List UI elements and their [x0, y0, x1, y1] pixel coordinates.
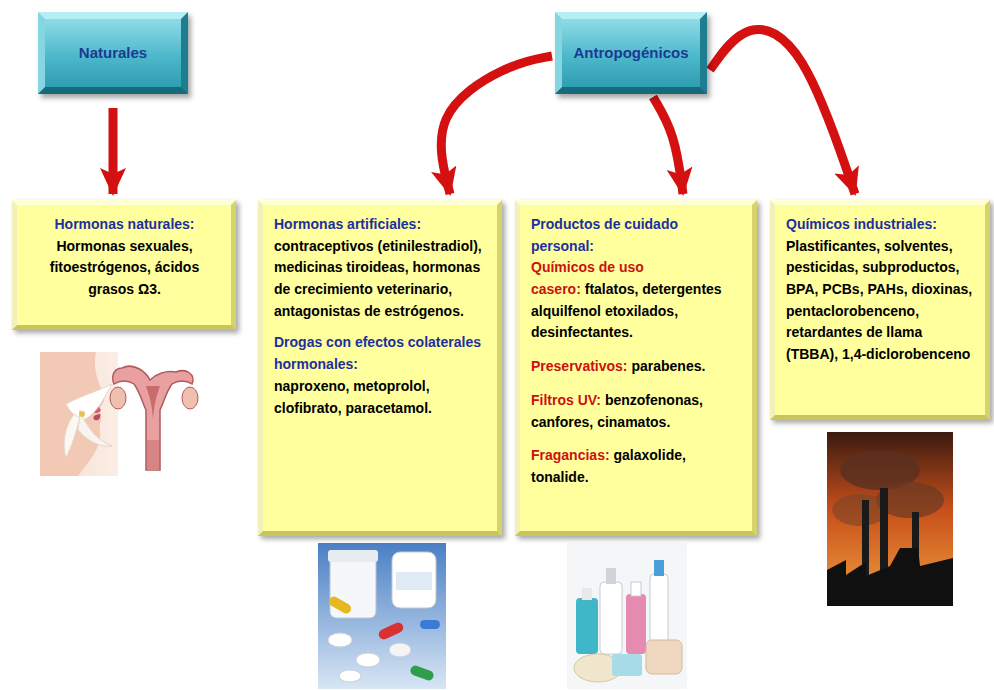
category-label: Preservativos: — [531, 358, 628, 374]
text-paragraph: naproxeno, metoprolol, clofibrato, parac… — [274, 376, 487, 419]
source-box: Químicos industriales: Plastificantes, so… — [770, 200, 990, 420]
category-label: Fragancias: — [531, 447, 610, 463]
red-arrow — [653, 97, 683, 194]
bottles-illustration — [567, 543, 687, 689]
text-paragraph: Naturales — [79, 41, 147, 64]
red-arrow — [109, 108, 118, 194]
box-heading: Productos de cuidado personal: — [531, 216, 678, 254]
box-heading: Drogas con efectos colaterales hormonale… — [274, 334, 481, 372]
red-arrow — [441, 56, 552, 194]
box-text: naproxeno, metoprolol, clofibrato, parac… — [274, 378, 432, 416]
category-box: Naturales — [38, 12, 188, 94]
face-illustration — [40, 352, 118, 476]
category-label: Filtros UV: — [531, 392, 601, 408]
text-paragraph: Drogas con efectos colaterales hormonale… — [274, 332, 487, 375]
box-heading: Químicos industriales: — [786, 216, 937, 232]
pills-illustration — [318, 543, 446, 689]
source-box: Productos de cuidado personal:Químicos d… — [515, 200, 757, 536]
box-text: Hormonas sexuales, fitoestrógenos, ácido… — [50, 238, 199, 297]
factory-illustration — [827, 432, 953, 606]
text-paragraph: Fragancias:galaxolide, tonalide. — [531, 445, 742, 488]
box-heading: Naturales — [79, 44, 147, 61]
box-heading: Antropogénicos — [574, 44, 689, 61]
text-paragraph: Plastificantes, solventes, pesticidas, s… — [786, 236, 975, 366]
box-heading: Hormonas naturales: — [54, 216, 194, 232]
source-box: Hormonas artificiales: contraceptivos (et… — [258, 200, 502, 536]
box-text: Plastificantes, solventes, pesticidas, s… — [786, 238, 972, 362]
box-text: parabenes. — [631, 358, 705, 374]
box-text: contraceptivos (etinilestradiol), medici… — [274, 238, 482, 319]
red-arrow — [710, 29, 855, 194]
uterus-illustration — [110, 366, 198, 470]
box-heading: Hormonas artificiales: — [274, 216, 421, 232]
text-paragraph: Hormonas artificiales: — [274, 214, 487, 236]
text-paragraph: Preservativos:parabenes. — [531, 356, 742, 378]
text-paragraph: Filtros UV:benzofenonas, canfores, cinam… — [531, 390, 742, 433]
text-paragraph: Químicos de uso casero:ftalatos, deterge… — [531, 257, 742, 344]
text-paragraph: Químicos industriales: — [786, 214, 975, 236]
text-paragraph: contraceptivos (etinilestradiol), medici… — [274, 236, 487, 323]
text-paragraph: Hormonas sexuales, fitoestrógenos, ácido… — [28, 236, 221, 301]
text-paragraph: Productos de cuidado personal: — [531, 214, 742, 257]
source-box: Hormonas naturales: Hormonas sexuales, fi… — [12, 200, 236, 330]
text-paragraph: Antropogénicos — [574, 41, 689, 64]
category-box: Antropogénicos — [555, 12, 707, 94]
text-paragraph: Hormonas naturales: — [28, 214, 221, 236]
